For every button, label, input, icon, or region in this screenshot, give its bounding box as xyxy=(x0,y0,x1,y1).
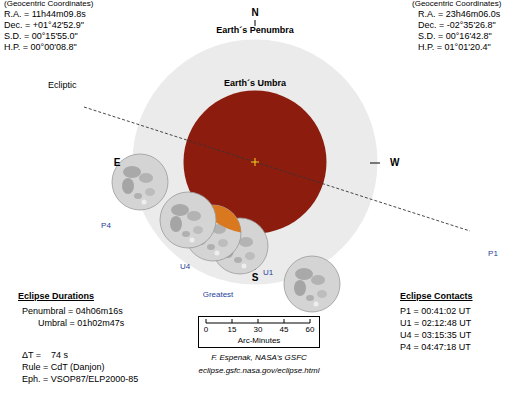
section-heading: Eclipse Durations xyxy=(18,291,94,301)
coordinate-value: R.A. = 23h46m06.0s xyxy=(418,9,500,19)
contact-time: U1 = 02:12:48 UT xyxy=(400,318,471,328)
coordinate-value: S.D. = 00°16'42.8" xyxy=(418,31,492,41)
region-label: Earth´s Penumbra xyxy=(216,25,294,35)
scale-number: 45 xyxy=(280,325,289,334)
duration-value: Penumbral = 04h06m16s xyxy=(22,306,123,316)
section-heading: Eclipse Contacts xyxy=(400,291,473,301)
credit-text: F. Espenak, NASA's GSFC xyxy=(211,353,307,363)
compass-label: E xyxy=(114,158,121,168)
compass-label: S xyxy=(252,273,259,283)
parameter-value: Rule = CdT (Danjon) xyxy=(22,362,105,372)
region-label: Earth´s Umbra xyxy=(224,78,286,88)
coordinate-value: Dec. = +01°42'52.9" xyxy=(4,20,84,30)
scale-box: 0 15 30 45 60Arc-Minutes xyxy=(198,316,320,348)
coordinate-value: Dec. = -02°35'26.8" xyxy=(418,20,496,30)
ecliptic-label: Ecliptic xyxy=(48,80,77,90)
parameter-value: Eph. = VSOP87/ELP2000-85 xyxy=(22,374,138,384)
contact-label: U1 xyxy=(263,268,273,278)
contact-label: P4 xyxy=(101,221,111,231)
contact-time: P1 = 00:41:02 UT xyxy=(400,306,471,316)
scale-number: 0 xyxy=(204,325,208,334)
credit-text: eclipse.gsfc.nasa.gov/eclipse.html xyxy=(199,366,320,376)
coordinate-value: H.P. = 01°01'20.4" xyxy=(418,42,491,52)
duration-value: Umbral = 01h02m47s xyxy=(38,318,124,328)
contact-time: P4 = 04:47:18 UT xyxy=(400,342,471,352)
scale-caption: Arc-Minutes xyxy=(238,336,281,345)
parameter-value: ΔT = 74 s xyxy=(22,350,68,360)
contact-label: P1 xyxy=(488,249,498,259)
contact-label: Greatest xyxy=(203,290,234,300)
compass-label: W xyxy=(390,158,399,168)
contact-time: U4 = 03:15:35 UT xyxy=(400,330,471,340)
coordinate-value: H.P. = 00°00'08.8" xyxy=(4,42,77,52)
scale-number: 30 xyxy=(254,325,263,334)
coordinate-heading: (Geocentric Coordinates) xyxy=(4,0,93,8)
coordinate-heading: (Geocentric Coordinates) xyxy=(412,0,501,8)
contact-label: U4 xyxy=(180,262,190,272)
scale-number: 15 xyxy=(228,325,237,334)
compass-label: N xyxy=(251,8,258,18)
scale-number: 60 xyxy=(306,325,315,334)
coordinate-value: R.A. = 11h44m09.8s xyxy=(4,9,86,19)
coordinate-value: S.D. = 00°15'55.0" xyxy=(4,31,78,41)
